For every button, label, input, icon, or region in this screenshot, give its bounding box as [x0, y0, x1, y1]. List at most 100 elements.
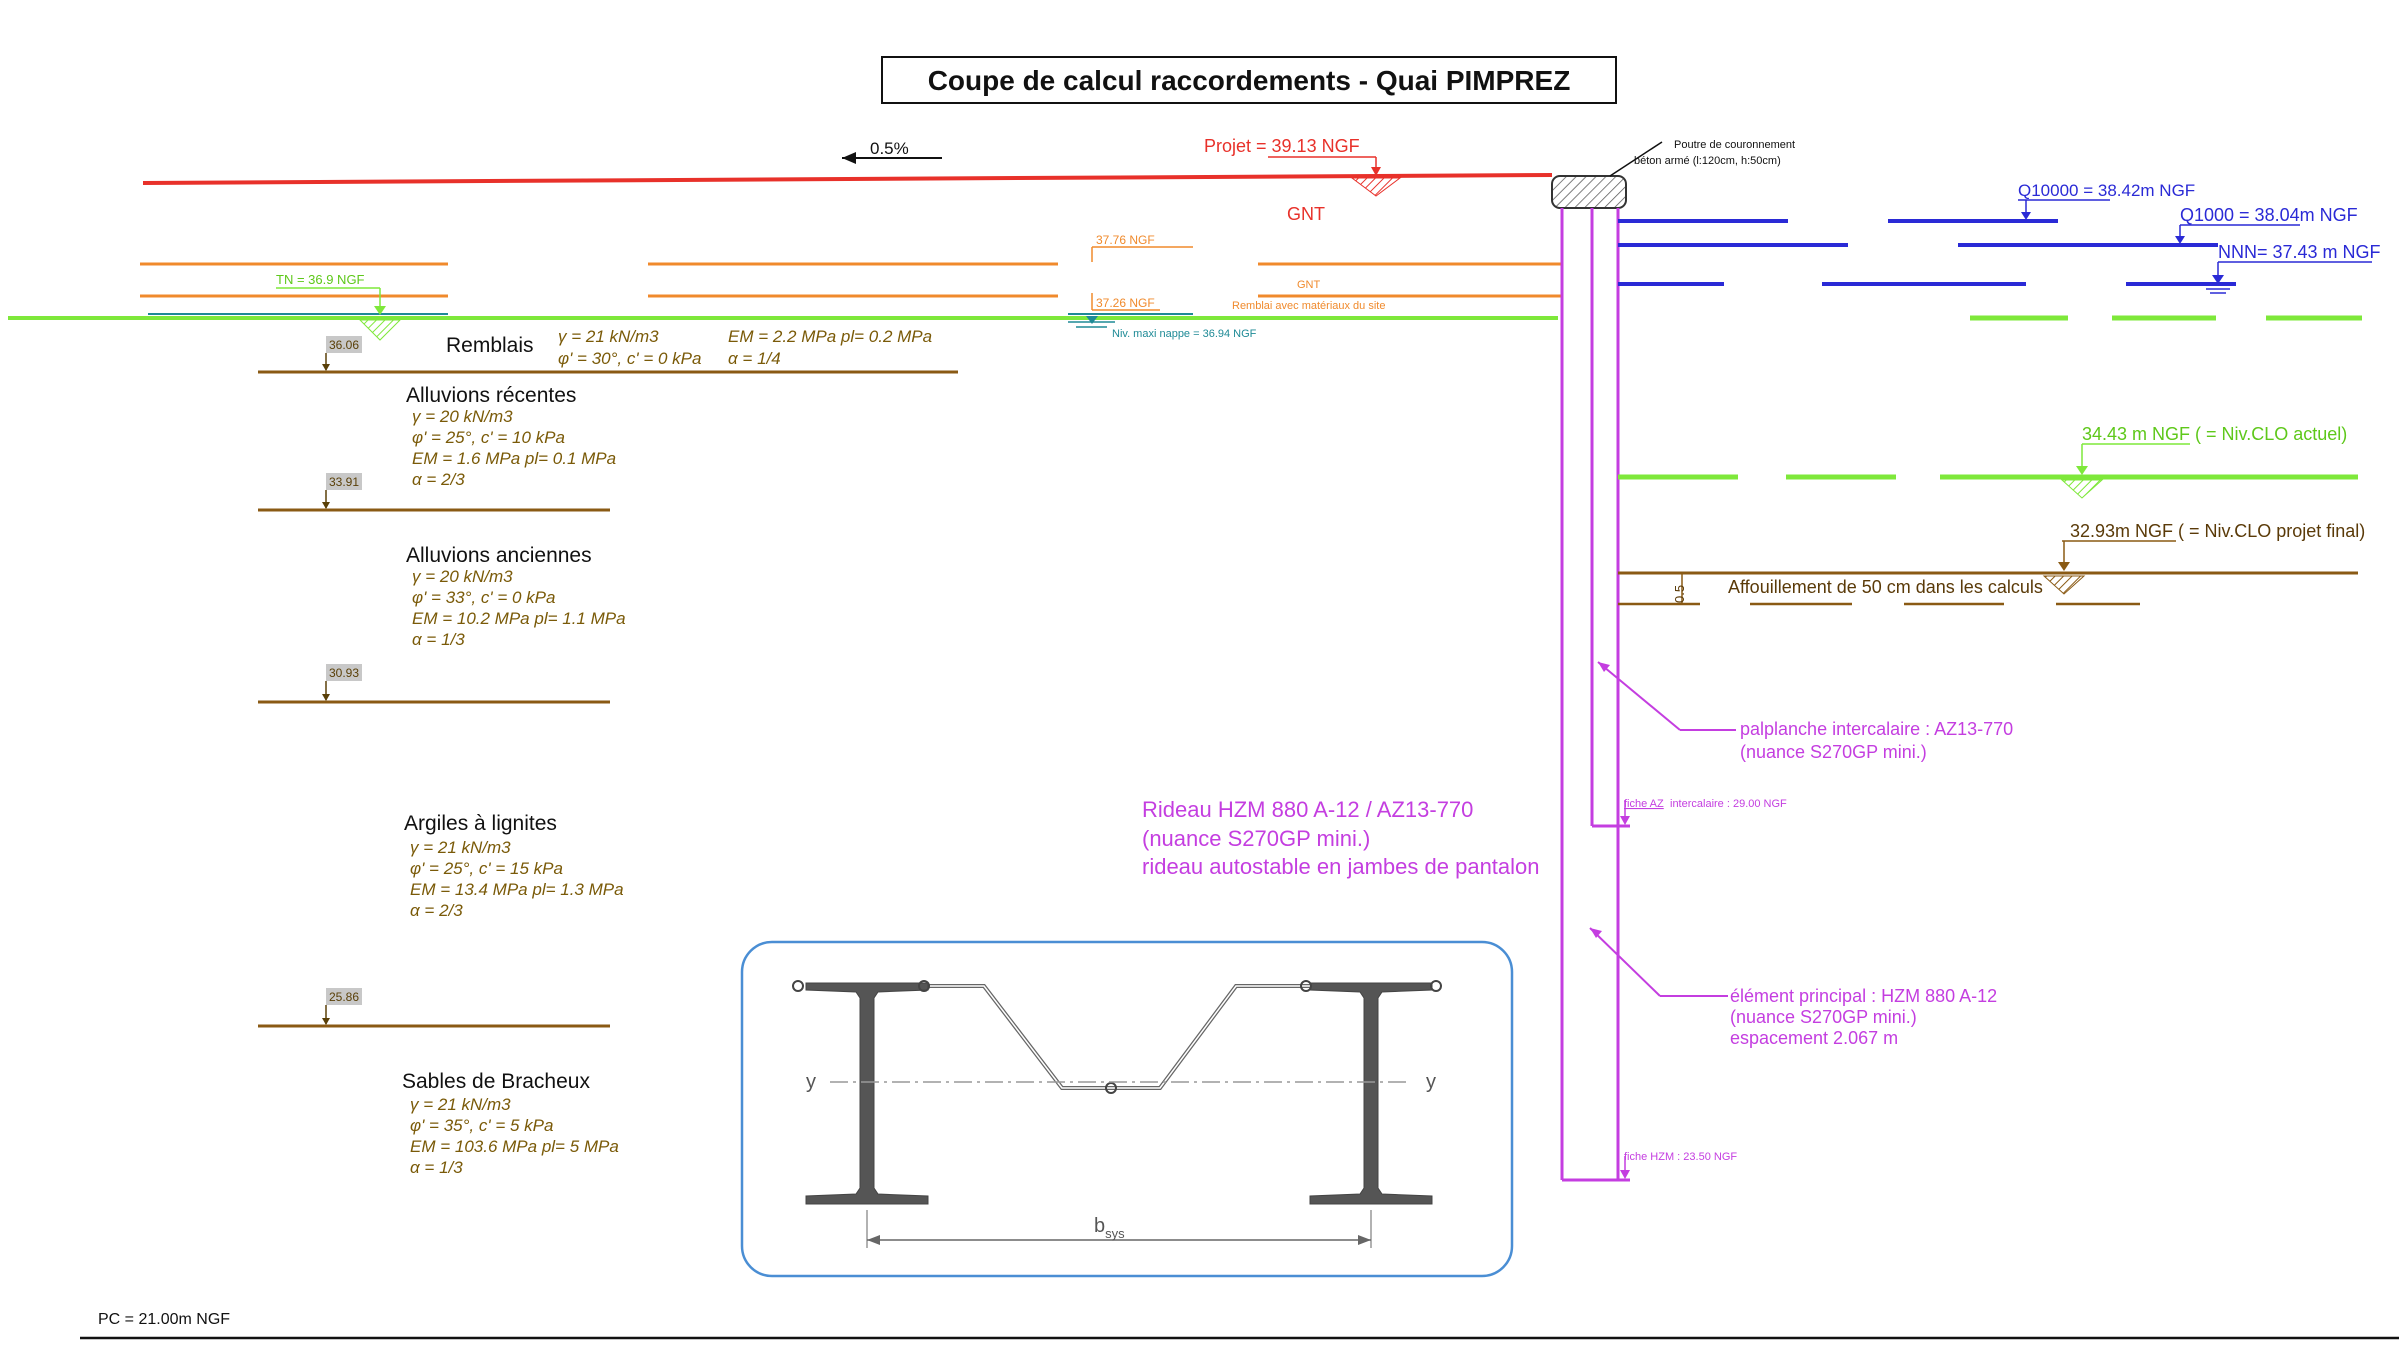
interlocks [792, 980, 1442, 1094]
layer-alluvions-recentes: Alluvions récentes γ = 20 kN/m3 φ' = 25°… [406, 384, 616, 489]
layer-sables: Sables de Bracheux γ = 21 kN/m3 φ' = 35°… [402, 1070, 619, 1177]
layer-name: Sables de Bracheux [402, 1070, 590, 1093]
rideau-line-2: (nuance S270GP mini.) [1142, 826, 1370, 851]
capping-beam: Poutre de couronnement béton armé (l:120… [1551, 139, 1795, 209]
clo-projet: 32.93m NGF ( = Niv.CLO projet final) 0.5… [1618, 521, 2365, 606]
layer-param: φ' = 25°, c' = 15 kPa [410, 859, 563, 878]
level-tag-text: 30.93 [329, 666, 359, 680]
page-title: Coupe de calcul raccordements - Quai PIM… [928, 65, 1571, 96]
orange-label-gnt: GNT [1297, 279, 1321, 291]
rideau-line-3: rideau autostable en jambes de pantalon [1142, 854, 1540, 879]
layer-param: EM = 13.4 MPa pl= 1.3 MPa [410, 880, 624, 899]
layer-param: γ = 20 kN/m3 [412, 407, 513, 426]
terrain-natural: TN = 36.9 NGF [8, 272, 1558, 341]
nappe-label: Niv. maxi nappe = 36.94 NGF [1112, 328, 1257, 340]
clo-actuel-label: 34.43 m NGF ( = Niv.CLO actuel) [2082, 424, 2347, 444]
level-tag: 30.93 [322, 664, 362, 701]
gnt-top-label: GNT [1287, 204, 1325, 224]
layer-param: α = 1/3 [410, 1158, 463, 1177]
water-levels [1618, 219, 2236, 286]
layer-param: φ' = 33°, c' = 0 kPa [412, 588, 555, 607]
pc-level: PC = 21.00m NGF [80, 1311, 2399, 1340]
layer-param: EM = 10.2 MPa pl= 1.1 MPa [412, 609, 626, 628]
title-block: Coupe de calcul raccordements - Quai PIM… [881, 56, 1617, 104]
palplanche-callout: palplanche intercalaire : AZ13-770 (nuan… [1597, 661, 2013, 762]
q1000-label: Q1000 = 38.04m NGF [2180, 205, 2358, 225]
palplanche-grade: (nuance S270GP mini.) [1740, 742, 1927, 762]
layer-alluvions-anciennes: Alluvions anciennes γ = 20 kN/m3 φ' = 33… [406, 544, 626, 649]
rideau-line-1: Rideau HZM 880 A-12 / AZ13-770 [1142, 797, 1473, 822]
affouillement-label: Affouillement de 50 cm dans les calculs [1728, 577, 2043, 597]
nappe-indicator: Niv. maxi nappe = 36.94 NGF [1068, 316, 1257, 340]
level-tag: 33.91 [322, 473, 362, 509]
level-tag-text: 36.06 [329, 338, 359, 352]
hatch-marker [2042, 575, 2086, 595]
layer-param: α = 1/4 [728, 349, 781, 368]
tn-label: TN = 36.9 NGF [276, 272, 365, 287]
level-tag: 25.86 [322, 988, 362, 1025]
dim-bsys: bsys [1094, 1215, 1125, 1241]
sheet-pile-wall [1560, 208, 1630, 1182]
water-level-labels: Q10000 = 38.42m NGF Q1000 = 38.04m NGF N… [2018, 181, 2381, 294]
poutre-label-2: béton armé (l:120cm, h:50cm) [1634, 155, 1781, 167]
element-callout: élément principal : HZM 880 A-12 (nuance… [1589, 927, 1997, 1048]
layer-name: Argiles à lignites [404, 812, 557, 835]
hatch-marker [358, 319, 402, 341]
hatch-marker [2060, 479, 2104, 499]
poutre-label-1: Poutre de couronnement [1674, 139, 1795, 151]
clo-actuel-marker: 34.43 m NGF ( = Niv.CLO actuel) [2060, 424, 2347, 499]
layer-param: φ' = 30°, c' = 0 kPa [558, 349, 701, 368]
layer-name: Remblais [446, 334, 534, 357]
fiche-az-value: intercalaire : 29.00 NGF [1670, 798, 1787, 810]
rideau-description: Rideau HZM 880 A-12 / AZ13-770 (nuance S… [1142, 797, 1540, 879]
slope-indicator: 0.5% [842, 139, 942, 164]
layer-param: γ = 21 kN/m3 [410, 1095, 511, 1114]
layer-param: γ = 20 kN/m3 [412, 567, 513, 586]
affouillement-dim: 0.5 [1672, 585, 1687, 603]
element-label: élément principal : HZM 880 A-12 [1730, 986, 1997, 1006]
palplanche-label: palplanche intercalaire : AZ13-770 [1740, 719, 2013, 739]
level-tag-text: 25.86 [329, 990, 359, 1004]
fiche-az-label: fiche AZ [1624, 798, 1664, 810]
orange-layers [140, 262, 1562, 298]
layer-param: φ' = 35°, c' = 5 kPa [410, 1116, 553, 1135]
layer-param: α = 1/3 [412, 630, 465, 649]
layer-remblais: Remblais γ = 21 kN/m3 φ' = 30°, c' = 0 k… [446, 327, 932, 368]
orange-label-3726: 37.26 NGF [1096, 296, 1155, 310]
project-level: Projet = 39.13 NGF GNT [142, 136, 1553, 224]
q10000-label: Q10000 = 38.42m NGF [2018, 181, 2195, 200]
pc-label: PC = 21.00m NGF [98, 1311, 230, 1328]
hzm-beam-left [805, 982, 929, 1205]
nnn-label: NNN= 37.43 m NGF [2218, 242, 2381, 262]
hatch-marker [1350, 177, 1402, 197]
level-tag-text: 33.91 [329, 475, 359, 489]
layer-name: Alluvions anciennes [406, 544, 592, 567]
section-detail: y y bsys [740, 940, 1514, 1278]
fiche-markers: fiche AZ intercalaire : 29.00 NGF fiche … [1620, 798, 1787, 1179]
layer-param: α = 2/3 [412, 470, 465, 489]
layer-param: α = 2/3 [410, 901, 463, 920]
layer-param: γ = 21 kN/m3 [558, 327, 659, 346]
element-spacing: espacement 2.067 m [1730, 1028, 1898, 1048]
layer-param: EM = 1.6 MPa pl= 0.1 MPa [412, 449, 616, 468]
layer-param: γ = 21 kN/m3 [410, 838, 511, 857]
dim-sub: sys [1105, 1226, 1125, 1241]
soil-boundaries [258, 370, 958, 1028]
layer-param: EM = 2.2 MPa pl= 0.2 MPa [728, 327, 932, 346]
layer-param: EM = 103.6 MPa pl= 5 MPa [410, 1137, 619, 1156]
axis-label-left: y [806, 1071, 816, 1093]
axis-label-right: y [1426, 1071, 1436, 1093]
hzm-beam-right [1309, 982, 1433, 1205]
orange-label-remblai: Remblai avec matériaux du site [1232, 300, 1385, 312]
orange-label-3776: 37.76 NGF [1096, 233, 1155, 247]
layer-param: φ' = 25°, c' = 10 kPa [412, 428, 565, 447]
level-tag: 36.06 [322, 336, 362, 371]
clo-lines [1618, 315, 2362, 480]
projet-label: Projet = 39.13 NGF [1204, 136, 1360, 156]
fiche-hzm-label: fiche HZM : 23.50 NGF [1624, 1151, 1737, 1163]
clo-projet-label: 32.93m NGF ( = Niv.CLO projet final) [2070, 521, 2365, 541]
dim-main: b [1094, 1215, 1105, 1237]
layer-argiles: Argiles à lignites γ = 21 kN/m3 φ' = 25°… [404, 812, 624, 920]
layer-name: Alluvions récentes [406, 384, 576, 407]
